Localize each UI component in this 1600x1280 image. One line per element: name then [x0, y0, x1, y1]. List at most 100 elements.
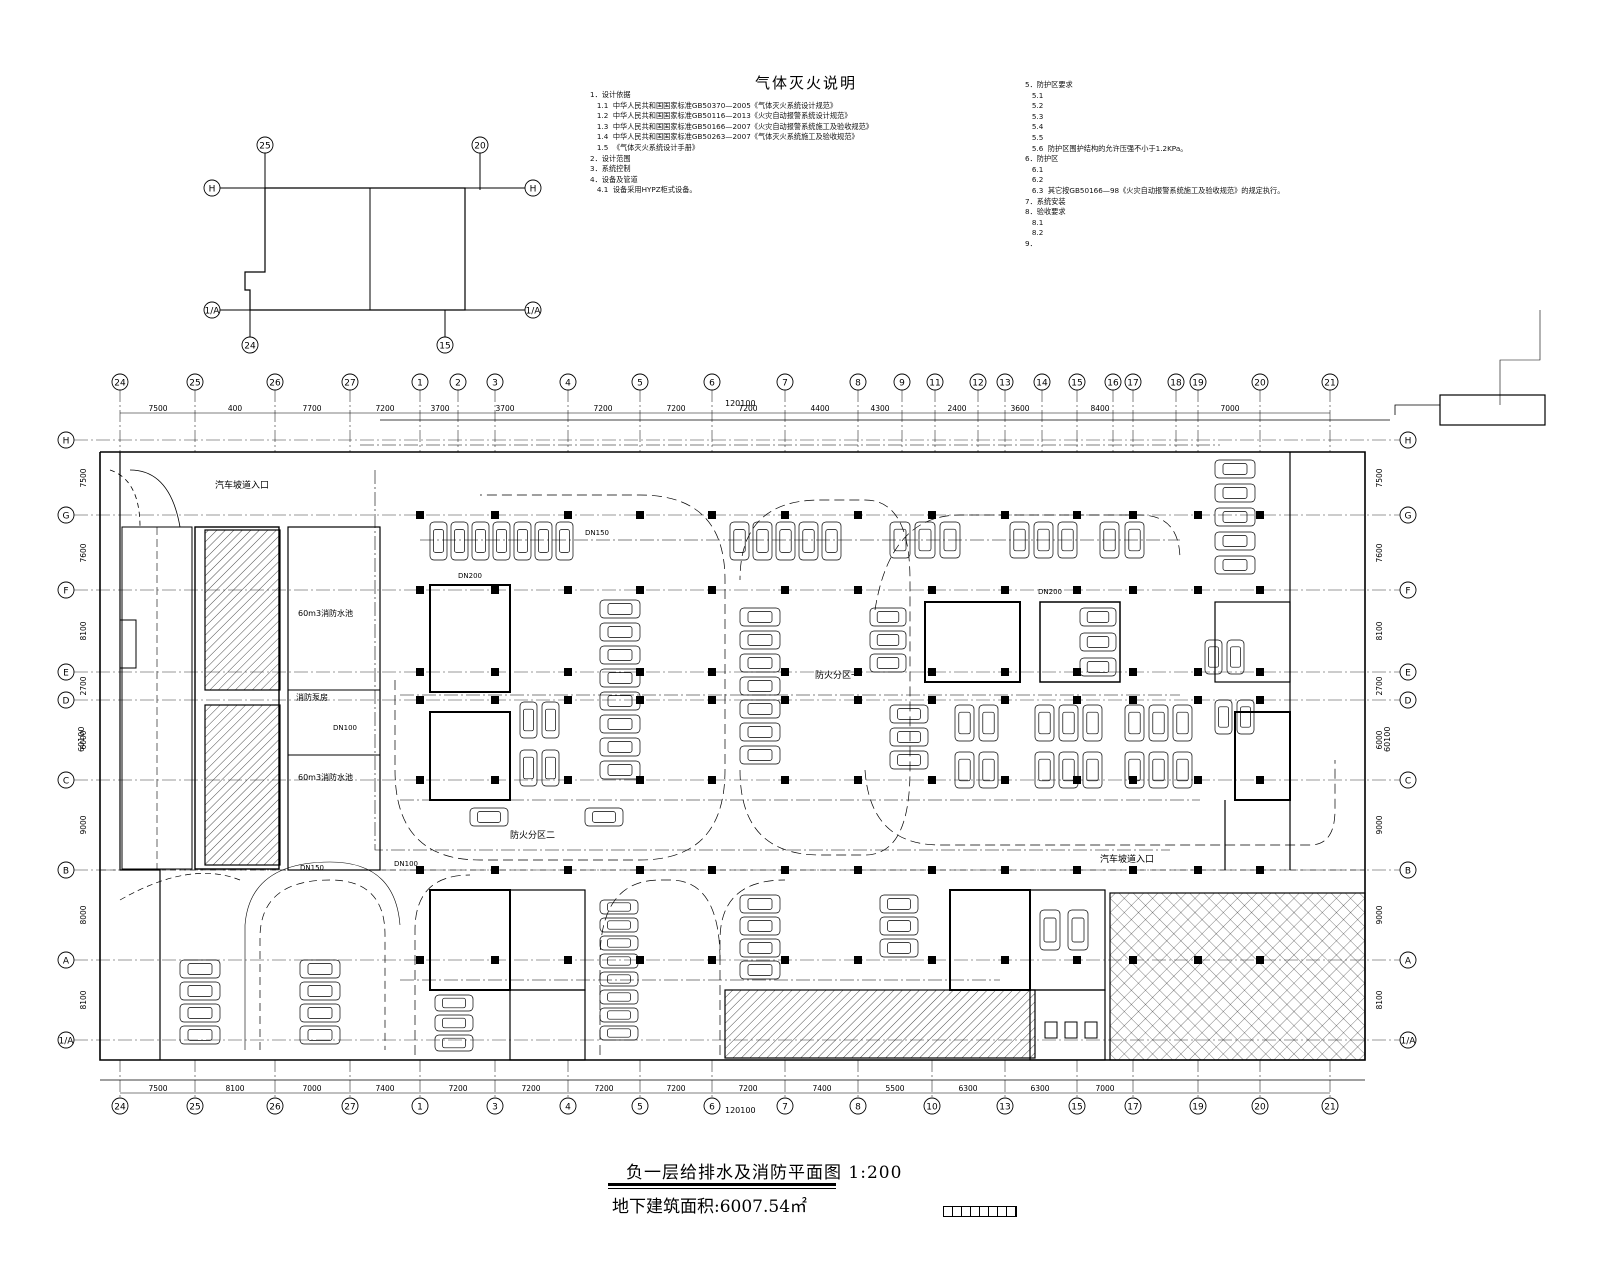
axis-label: D: [1405, 697, 1412, 707]
ramp-label-top: 汽车坡道入口: [215, 479, 269, 491]
structural-column: [1129, 776, 1137, 784]
axis-bubble-left: E: [57, 663, 75, 681]
dim-left: 2700: [79, 676, 88, 695]
scale-bar: [943, 1206, 1017, 1217]
parked-car: [599, 645, 641, 665]
parked-car: [179, 1025, 221, 1045]
parked-car: [739, 607, 781, 627]
pipe-dn200-a: DN200: [458, 572, 482, 580]
title-underline: [608, 1183, 836, 1186]
structural-column: [491, 511, 499, 519]
structural-column: [491, 696, 499, 704]
parked-car: [1124, 521, 1145, 559]
structural-column: [708, 696, 716, 704]
parked-car: [599, 737, 641, 757]
axis-bubble-bottom: 6: [703, 1097, 721, 1115]
parked-car: [179, 959, 221, 979]
note-line: 5.2: [1025, 101, 1044, 111]
keyplan-row-bubble: H: [203, 179, 221, 197]
axis-bubble-top: 4: [559, 373, 577, 391]
structural-column: [708, 511, 716, 519]
axis-label: F: [63, 587, 68, 597]
structural-column: [1073, 668, 1081, 676]
parked-car: [1172, 751, 1193, 789]
parked-car: [299, 981, 341, 1001]
parked-car: [541, 749, 560, 787]
parked-car: [739, 916, 781, 936]
pipe-dn150-a: DN150: [585, 529, 609, 537]
structural-column: [416, 776, 424, 784]
parked-car: [519, 749, 538, 787]
pipe-dn100-a: DN100: [394, 860, 418, 868]
axis-label: 6: [709, 1103, 715, 1113]
parked-car: [299, 1003, 341, 1023]
structural-column: [1256, 776, 1264, 784]
keyplan-row-bubble: H: [524, 179, 542, 197]
axis-label: 1/A: [205, 307, 221, 317]
parked-car: [599, 1007, 639, 1023]
parked-car: [541, 701, 560, 739]
dim-top: 7700: [302, 404, 321, 413]
structural-column: [928, 668, 936, 676]
keyplan-col-bubble: 25: [256, 136, 274, 154]
keyplan-row-bubble: 1/A: [203, 301, 221, 319]
structural-column: [636, 776, 644, 784]
parked-car: [775, 521, 796, 561]
axis-label: 25: [259, 142, 270, 152]
note-line: 1.2 中华人民共和国国家标准GB50116—2013《火灾自动报警系统设计规范…: [590, 111, 852, 121]
structural-column: [564, 956, 572, 964]
note-line: 2．设计范围: [590, 153, 631, 163]
note-line: 4.1 设备采用HYPZ柜式设备。: [590, 185, 697, 195]
axis-label: C: [63, 777, 69, 787]
axis-bubble-top: 24: [111, 373, 129, 391]
axis-bubble-top: 18: [1167, 373, 1185, 391]
axis-bubble-bottom: 7: [776, 1097, 794, 1115]
fire-zone-2: 防火分区二: [510, 829, 555, 841]
notes-left: 1．设计依据 1.1 中华人民共和国国家标准GB50370—2005《气体灭火系…: [590, 90, 873, 196]
axis-bubble-top: 26: [266, 373, 284, 391]
dim-bottom: 7200: [521, 1084, 540, 1093]
total-dim-top: 120100: [725, 399, 756, 408]
ramp-label-mid: 汽车坡道入口: [1100, 853, 1154, 865]
structural-column: [491, 956, 499, 964]
structural-column: [564, 696, 572, 704]
parked-car: [1009, 521, 1030, 559]
structural-column: [636, 586, 644, 594]
axis-bubble-bottom: 17: [1124, 1097, 1142, 1115]
structural-column: [564, 776, 572, 784]
axis-label: 4: [565, 379, 571, 389]
axis-bubble-right: G: [1399, 506, 1417, 524]
note-line: 8.1: [1025, 217, 1044, 227]
axis-label: H: [530, 185, 537, 195]
axis-bubble-right: E: [1399, 663, 1417, 681]
dim-top: 4300: [870, 404, 889, 413]
parked-car: [821, 521, 842, 561]
axis-label: 9: [899, 379, 905, 389]
structural-column: [1129, 956, 1137, 964]
axis-label: 5: [637, 1103, 643, 1113]
dim-bottom: 7000: [302, 1084, 321, 1093]
structural-column: [1073, 956, 1081, 964]
axis-bubble-top: 16: [1104, 373, 1122, 391]
axis-bubble-top: 20: [1251, 373, 1269, 391]
parked-car: [599, 971, 639, 987]
structural-column: [1194, 776, 1202, 784]
parked-car: [889, 750, 929, 770]
parked-car: [1124, 704, 1145, 742]
axis-label: 20: [474, 142, 486, 152]
axis-label: H: [63, 437, 70, 447]
dim-bottom: 6300: [1030, 1084, 1049, 1093]
dim-top: 4400: [810, 404, 829, 413]
parked-car: [1214, 483, 1256, 503]
structural-column: [854, 668, 862, 676]
pipe-dn200-b: DN200: [1038, 588, 1062, 596]
note-line: 1.1 中华人民共和国国家标准GB50370—2005《气体灭火系统设计规范》: [590, 100, 838, 110]
fire-zone-1: 防火分区一: [815, 669, 860, 681]
tank-label-2: 60m3消防水池: [298, 772, 353, 782]
dim-top: 2400: [947, 404, 966, 413]
structural-column: [928, 956, 936, 964]
parked-car: [1148, 704, 1169, 742]
structural-column: [1129, 866, 1137, 874]
structural-column: [781, 696, 789, 704]
structural-column: [1129, 696, 1137, 704]
